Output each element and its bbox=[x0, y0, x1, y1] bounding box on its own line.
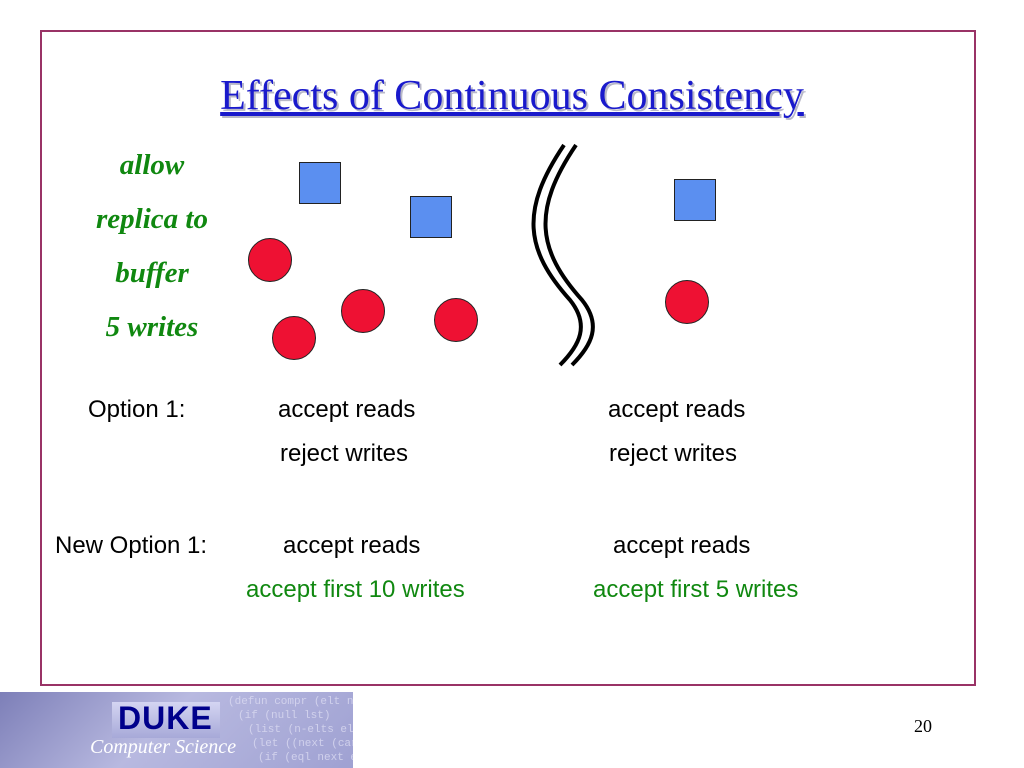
logo-subtitle: Computer Science bbox=[90, 736, 237, 758]
page-number: 20 bbox=[914, 716, 932, 736]
logo-brand: DUKE bbox=[118, 700, 213, 736]
logo-code-background: (defun compr (elt n lst) (if (null lst) … bbox=[0, 692, 353, 768]
logo-code-line: (let ((next (car lst))) bbox=[252, 738, 353, 750]
option1-left-line-1: accept reads bbox=[278, 396, 416, 423]
option1-right-line-1: accept reads bbox=[608, 396, 746, 423]
logo-code-line: (list (n-elts elt n)) bbox=[248, 724, 353, 736]
partition-icon bbox=[531, 143, 595, 367]
side-text-line-2: replica to bbox=[96, 203, 208, 235]
duke-cs-logo: (defun compr (elt n lst) (if (null lst) … bbox=[0, 692, 353, 768]
red-circle-shape bbox=[665, 280, 709, 324]
new-option1-right-line-2: accept first 5 writes bbox=[593, 576, 799, 603]
logo-brand-box bbox=[112, 702, 220, 738]
logo-code-line: (defun compr (elt n lst) bbox=[228, 696, 353, 708]
slide-frame bbox=[40, 30, 976, 686]
logo-code-line: (if (null lst) bbox=[238, 710, 331, 722]
new-option1-left-line-1: accept reads bbox=[283, 532, 421, 559]
logo-code-line: (if (eql next elt) bbox=[258, 752, 353, 764]
blue-square-shape bbox=[674, 179, 716, 221]
new-option1-right-line-1: accept reads bbox=[613, 532, 751, 559]
red-circle-shape bbox=[434, 298, 478, 342]
option1-label: Option 1: bbox=[88, 396, 186, 423]
option1-right-line-2: reject writes bbox=[609, 440, 738, 467]
slide-title: Effects of Continuous Consistency bbox=[220, 73, 804, 119]
side-text-line-4: 5 writes bbox=[105, 311, 199, 343]
red-circle-shape bbox=[248, 238, 292, 282]
red-circle-shape bbox=[341, 289, 385, 333]
red-circle-shape bbox=[272, 316, 316, 360]
new-option1-left-line-2: accept first 10 writes bbox=[246, 576, 465, 603]
blue-square-shape bbox=[410, 196, 452, 238]
side-text-line-1: allow bbox=[119, 149, 185, 181]
blue-square-shape bbox=[299, 162, 341, 204]
option1-left-line-2: reject writes bbox=[280, 440, 409, 467]
side-text-line-3: buffer bbox=[115, 257, 189, 289]
new-option1-label: New Option 1: bbox=[55, 532, 208, 559]
